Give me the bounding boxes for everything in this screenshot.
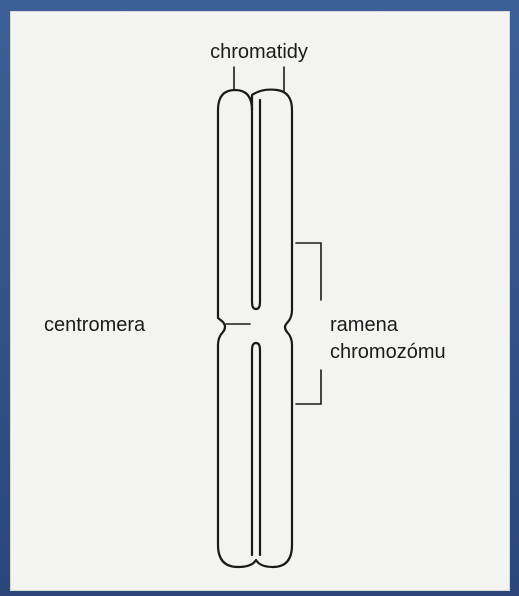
arms-bracket-upper — [296, 243, 321, 300]
chromatids-label: chromatidy — [210, 41, 308, 63]
chromatid-gap-lower — [252, 343, 260, 555]
arms-bracket-lower — [296, 370, 321, 404]
arms-label-line1: ramena — [330, 314, 399, 336]
centromere-label: centromera — [44, 314, 146, 336]
chromosome-outline — [218, 90, 292, 567]
arms-label-line2: chromozómu — [330, 341, 446, 363]
chromatid-gap-upper — [252, 100, 260, 309]
